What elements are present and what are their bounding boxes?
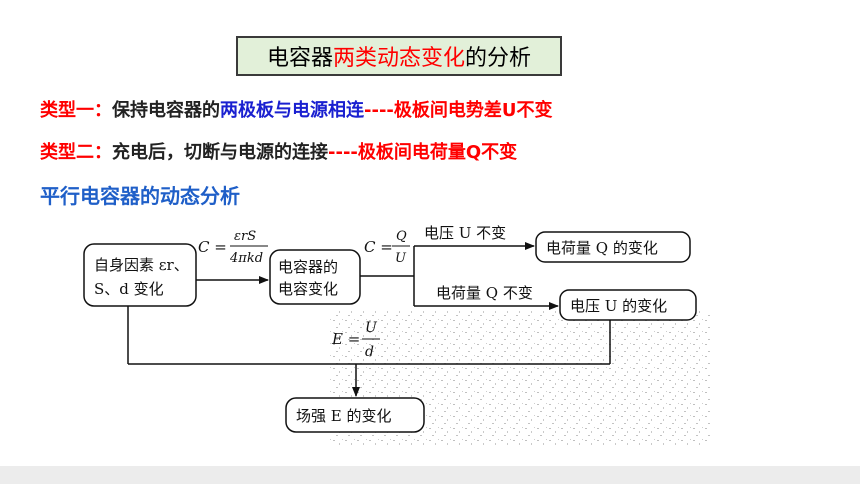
- formula3-left: E =: [331, 330, 360, 348]
- factors-line-1: 自身因素 εr、: [94, 256, 189, 274]
- u-change-box: [559, 289, 697, 321]
- title-part-3: 的分析: [465, 46, 532, 71]
- formula2-left: C =: [364, 238, 393, 256]
- capacitance-box: [269, 249, 361, 305]
- formula3-numerator: U: [365, 320, 378, 336]
- type-two-text-1: 充电后，切断与电源的连接: [112, 142, 328, 163]
- u-change-text: 电压 U 的变化: [570, 297, 667, 315]
- type-one-line: 类型一：保持电容器的两极板与电源相连----极板间电势差U不变: [40, 96, 553, 122]
- slide-title: 电容器两类动态变化的分析: [236, 36, 562, 76]
- title-part-1: 电容器: [266, 46, 333, 71]
- capacitance-line-2: 电容变化: [278, 280, 338, 298]
- factors-box: [83, 243, 197, 307]
- formula3-denominator: d: [365, 344, 374, 360]
- formula2-denominator: U: [395, 251, 407, 266]
- type-one-label: 类型一：: [40, 100, 112, 121]
- formula1-left: C =: [198, 238, 227, 256]
- title-part-2: 两类动态变化: [332, 46, 465, 71]
- formula2-numerator: Q: [396, 229, 407, 244]
- capacitance-line-1: 电容器的: [278, 258, 338, 276]
- type-two-label: 类型二：: [40, 142, 112, 163]
- e-change-text: 场强 E 的变化: [296, 407, 392, 425]
- q-change-text: 电荷量 Q 的变化: [546, 239, 658, 257]
- type-one-text-2: 两极板与电源相连: [220, 100, 364, 121]
- type-two-text-2: ----极板间电荷量Q不变: [328, 142, 518, 163]
- label-q-constant: 电荷量 Q 不变: [436, 284, 533, 302]
- diagram-svg: 自身因素 εr、 S、d 变化 C = εrS 4πkd 电容器的 电容变化 C…: [80, 210, 712, 448]
- formula1-denominator: 4πkd: [229, 251, 263, 266]
- section-heading: 平行电容器的动态分析: [40, 184, 240, 208]
- type-one-text-3: ----极板间电势差U不变: [364, 100, 553, 121]
- label-u-constant: 电压 U 不变: [424, 224, 506, 242]
- slide-bottom-bar: [0, 466, 860, 484]
- capacitor-analysis-diagram: 自身因素 εr、 S、d 变化 C = εrS 4πkd 电容器的 电容变化 C…: [80, 210, 712, 448]
- formula1-numerator: εrS: [234, 229, 256, 244]
- e-change-box: [285, 397, 425, 433]
- type-one-text-1: 保持电容器的: [112, 100, 220, 121]
- factors-line-2: S、d 变化: [94, 280, 164, 298]
- q-change-box: [535, 231, 691, 263]
- type-two-line: 类型二：充电后，切断与电源的连接----极板间电荷量Q不变: [40, 138, 517, 164]
